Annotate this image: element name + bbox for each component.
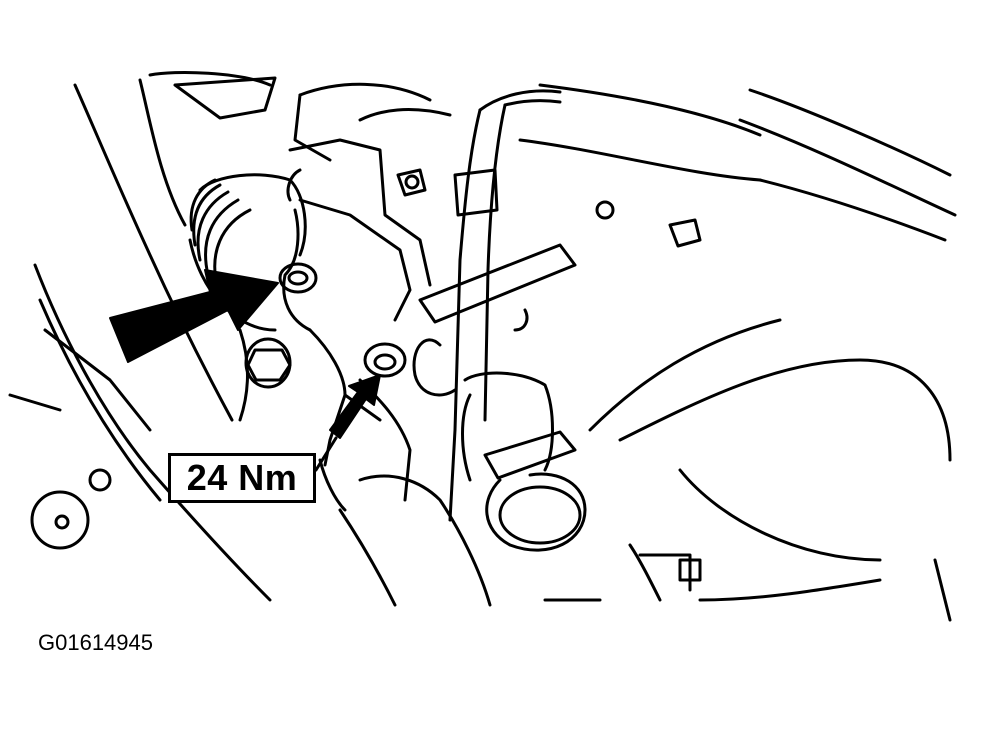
bolt-icon	[244, 168, 702, 389]
figure-id: G01614945	[38, 630, 153, 655]
mounting-hole-left	[30, 468, 112, 550]
small-arrow-icon	[329, 374, 381, 439]
large-arrow-icon	[109, 269, 279, 363]
leader-line	[314, 436, 338, 472]
compressor-body	[238, 138, 432, 502]
hose-assembly	[318, 371, 702, 607]
torque-value-label: 24 Nm	[168, 453, 316, 503]
engine-outline	[8, 70, 957, 622]
refrigerant-lines	[412, 89, 577, 522]
